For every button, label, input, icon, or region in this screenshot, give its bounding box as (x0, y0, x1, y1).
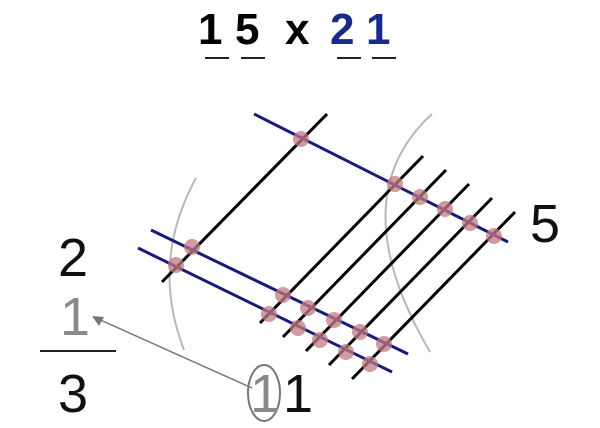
intersection-dot (437, 201, 453, 217)
result-left-top: 2 (58, 228, 88, 288)
intersection-dot (352, 324, 368, 340)
intersection-dot (462, 215, 478, 231)
intersection-dot (376, 336, 392, 352)
intersection-dot (168, 257, 184, 273)
title-digit-2: 2 (330, 5, 354, 54)
result-left-bottom: 3 (58, 364, 88, 424)
equation-title: 1 5 x 2 1 (198, 5, 396, 59)
intersection-dot (275, 287, 291, 303)
intersection-dot (412, 189, 428, 205)
intersection-dot (184, 239, 200, 255)
intersection-dot (486, 228, 502, 244)
intersection-dot (261, 306, 277, 322)
circled-digit: 1 (250, 364, 280, 424)
intersection-dot (326, 312, 342, 328)
intersection-dot (293, 131, 309, 147)
intersection-points (168, 131, 502, 372)
title-digit-1b: 1 (366, 5, 390, 54)
title-operator: x (285, 5, 310, 54)
intersection-dot (290, 320, 306, 336)
title-digit-5: 5 (235, 5, 259, 54)
intersection-dot (338, 344, 354, 360)
intersection-dot (300, 300, 316, 316)
title-digit-1: 1 (198, 5, 222, 54)
result-digit-right: 5 (530, 194, 560, 254)
intersection-dot (387, 176, 403, 192)
intersection-dot (312, 332, 328, 348)
black-lines (160, 112, 517, 381)
intersection-dot (362, 356, 378, 372)
carry-arrow-head (92, 316, 104, 326)
right-group-arc (384, 113, 433, 353)
circled-digit-ring (247, 364, 281, 422)
result-digit-bottom: 1 (283, 364, 313, 424)
carried-digit: 1 (60, 287, 90, 347)
carry-arrow-line (95, 317, 253, 389)
